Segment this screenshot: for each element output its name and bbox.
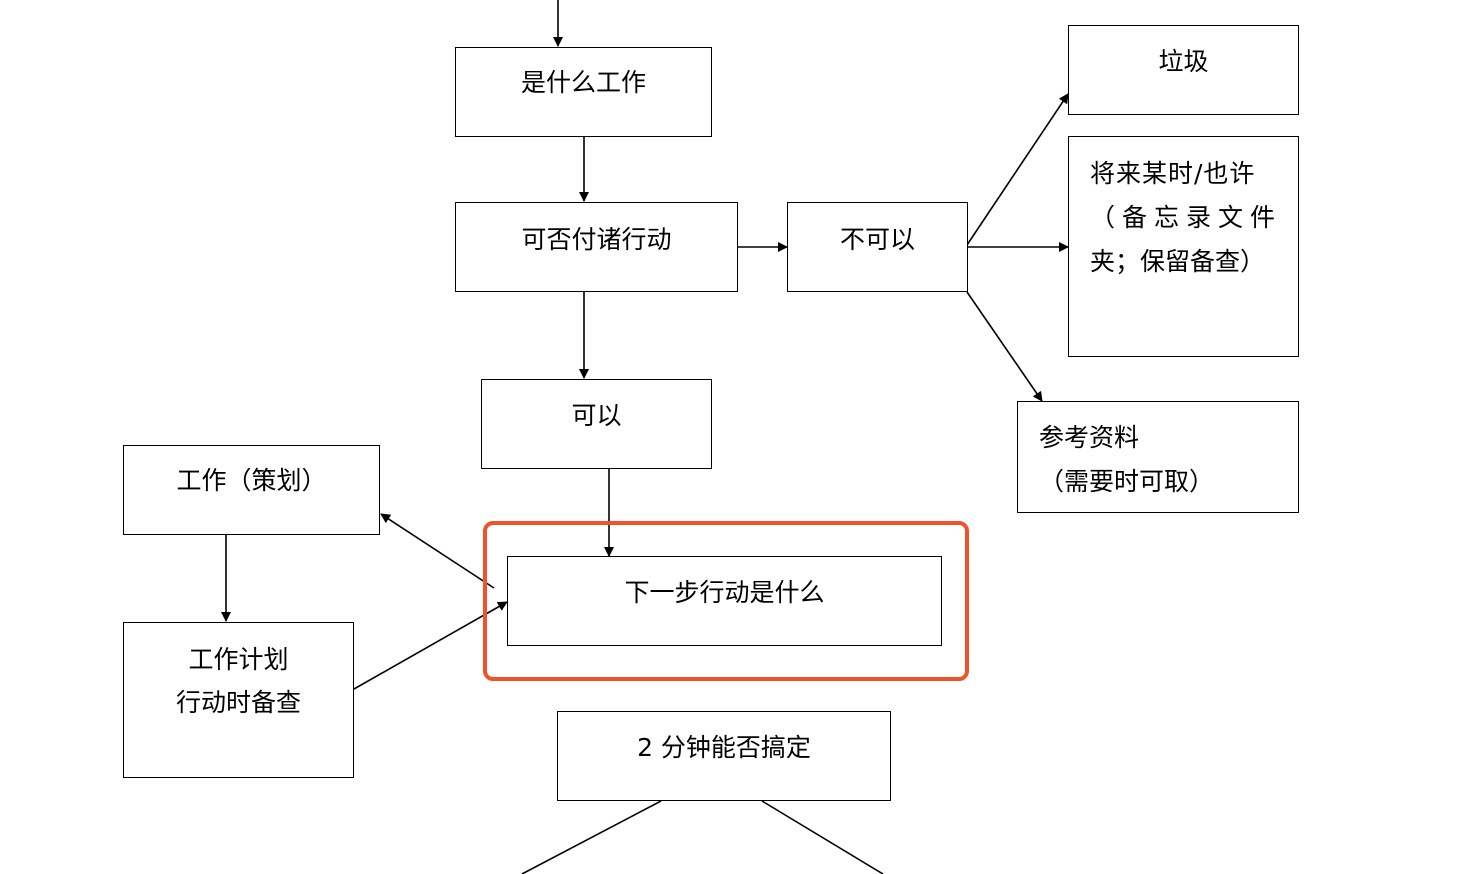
node-project-label: 工作（策划） bbox=[176, 466, 327, 495]
arrow-next-action-to-project bbox=[380, 513, 495, 589]
node-not-actionable: 不可以 bbox=[787, 202, 968, 292]
reference-line-2: （需要时可取） bbox=[1039, 467, 1215, 496]
project-plan-line-1: 工作计划 bbox=[188, 645, 289, 674]
node-yes-label: 可以 bbox=[571, 401, 622, 430]
arrow-plan-to-next-action bbox=[353, 601, 508, 690]
someday-line-2: （备忘录文件 bbox=[1090, 203, 1283, 232]
project-plan-line-2: 行动时备查 bbox=[175, 688, 301, 717]
node-trash: 垃圾 bbox=[1068, 25, 1299, 115]
node-not-actionable-label: 不可以 bbox=[839, 225, 915, 254]
node-next-action-label: 下一步行动是什么 bbox=[624, 578, 825, 607]
node-reference: 参考资料 （需要时可取） bbox=[1017, 401, 1299, 513]
node-project-plan: 工作计划 行动时备查 bbox=[123, 622, 354, 778]
node-trash-label: 垃圾 bbox=[1158, 47, 1209, 76]
node-yes: 可以 bbox=[481, 379, 712, 469]
node-project: 工作（策划） bbox=[123, 445, 380, 535]
reference-line-1: 参考资料 bbox=[1039, 423, 1140, 452]
someday-line-3: 夹；保留备查） bbox=[1090, 247, 1266, 276]
node-actionable: 可否付诸行动 bbox=[455, 202, 738, 292]
node-two-minutes: 2 分钟能否搞定 bbox=[557, 711, 891, 801]
node-someday-maybe: 将来某时/也许 （备忘录文件 夹；保留备查） bbox=[1068, 136, 1299, 357]
line-two-minutes-left bbox=[521, 800, 662, 874]
arrow-no-to-reference bbox=[966, 291, 1043, 402]
line-two-minutes-right bbox=[761, 800, 884, 874]
node-actionable-label: 可否付诸行动 bbox=[521, 225, 672, 254]
node-what-is-it-label: 是什么工作 bbox=[520, 68, 646, 97]
node-what-is-it: 是什么工作 bbox=[455, 47, 712, 137]
someday-line-1: 将来某时/也许 bbox=[1090, 159, 1256, 188]
node-next-action: 下一步行动是什么 bbox=[507, 556, 942, 646]
arrow-no-to-trash bbox=[966, 93, 1069, 246]
node-two-minutes-label: 2 分钟能否搞定 bbox=[637, 733, 811, 762]
next-action-highlight bbox=[483, 521, 969, 681]
